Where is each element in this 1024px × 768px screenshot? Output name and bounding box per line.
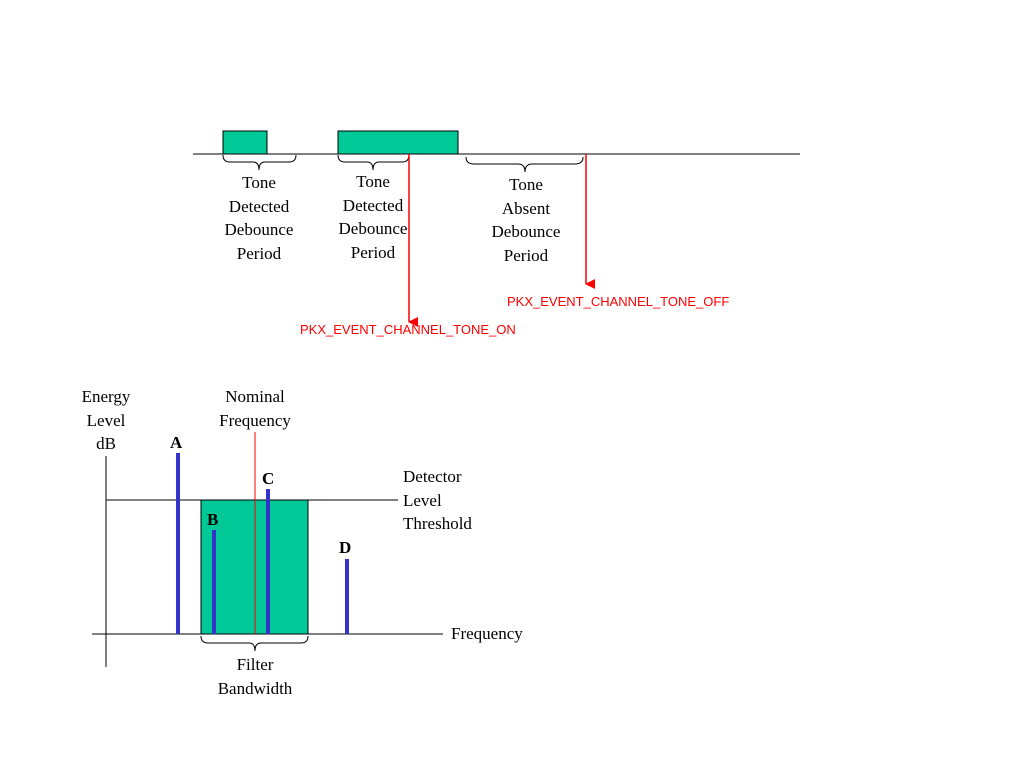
marker-c: C [262,469,275,488]
y-axis-label: Energy Level dB [81,387,131,453]
period-label-2: Tone Detected Debounce Period [338,172,408,262]
nominal-frequency-label: Nominal Frequency [219,387,291,430]
marker-b: B [207,510,219,529]
marker-d: D [339,538,352,557]
marker-a: A [170,433,183,452]
filter-bandwidth-label: Filter Bandwidth [217,655,293,698]
tone-pulse-2 [337,130,459,155]
period-label-1: Tone Detected Debounce Period [224,173,294,263]
debounce-brace-3 [465,156,584,173]
debounce-brace-2 [337,154,410,171]
threshold-label: Detector Level Threshold [403,467,472,533]
tone-off-event-label: PKX_EVENT_CHANNEL_TONE_OFF [507,294,730,309]
filter-bandwidth-brace [200,635,309,652]
tone-pulse-1 [222,130,268,155]
tone-on-event-label: PKX_EVENT_CHANNEL_TONE_ON [300,322,516,337]
debounce-brace-1 [222,154,297,171]
period-label-3: Tone Absent Debounce Period [491,175,561,265]
x-axis-label: Frequency [451,624,523,643]
